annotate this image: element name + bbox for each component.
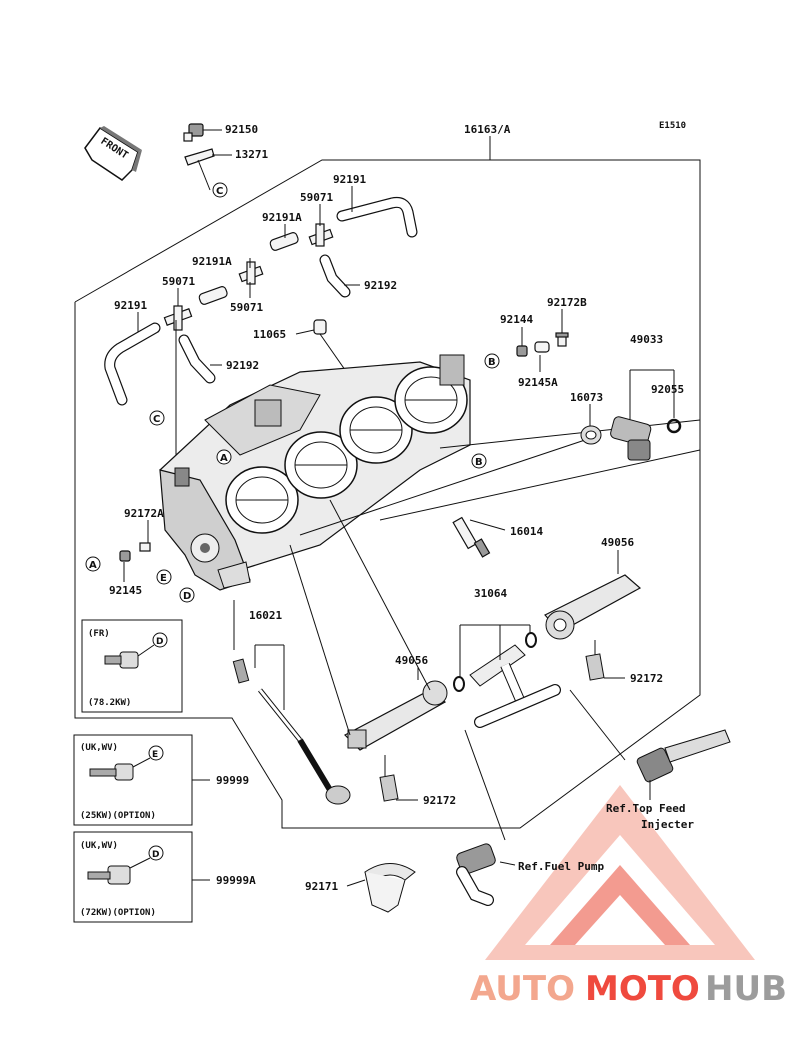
label-92191-left: 92191 — [114, 299, 147, 312]
callout-a-body: A — [220, 453, 228, 464]
callout-circles: C C A B B A E D — [85, 182, 500, 603]
label-92145: 92145 — [109, 584, 142, 597]
label-92172-right: 92172 — [630, 672, 663, 685]
callout-d-body: D — [183, 591, 191, 602]
ref-top-feed-line1: Ref.Top Feed — [606, 802, 685, 815]
sensor-parts — [119, 332, 682, 562]
uk72-power-label: (72KW)(OPTION) — [80, 908, 156, 918]
fr-callout: D — [156, 637, 163, 647]
throttle-body-assembly — [159, 354, 701, 591]
label-31064: 31064 — [474, 587, 507, 600]
label-16014: 16014 — [510, 525, 543, 538]
callout-e-body: E — [160, 573, 167, 584]
callout-c-left: C — [153, 414, 160, 425]
assembly-outline — [74, 136, 701, 829]
watermark-text: AUTO MOTO HUB — [470, 969, 787, 1009]
callout-c-top: C — [216, 186, 223, 197]
uk25-callout: E — [152, 750, 158, 760]
shaft-16021 — [232, 600, 351, 805]
label-92191a-left: 92191A — [192, 255, 232, 268]
watermark-moto: MOTO — [585, 969, 700, 1009]
fuel-pump-connector — [456, 843, 516, 906]
label-92150: 92150 — [225, 123, 258, 136]
throttle-bore-2-icon — [284, 431, 358, 499]
label-92191a-mid: 92191A — [262, 211, 302, 224]
watermark-logo — [485, 785, 755, 960]
label-16073: 16073 — [570, 391, 603, 404]
uk25-market-label: (UK,WV) — [80, 743, 118, 753]
label-92172a: 92172A — [124, 507, 164, 520]
label-11065: 11065 — [253, 328, 286, 341]
throttle-bore-3-icon — [339, 396, 413, 464]
clip-92171 — [364, 863, 416, 913]
label-16163a: 16163/A — [464, 123, 511, 136]
callout-b-body: B — [475, 457, 483, 468]
label-92191-top: 92191 — [333, 173, 366, 186]
throttle-bore-1-icon — [225, 466, 299, 534]
diagram-code: E1510 — [659, 121, 686, 131]
callout-b-top: B — [488, 357, 496, 368]
part-number-labels: 92150 13271 16163/A 92191 59071 92191A 9… — [109, 123, 694, 893]
label-99999: 99999 — [216, 774, 249, 787]
label-16021: 16021 — [249, 609, 282, 622]
ref-fuel-pump: Ref.Fuel Pump — [518, 860, 604, 873]
label-13271: 13271 — [235, 148, 268, 161]
label-92145a: 92145A — [518, 376, 558, 389]
watermark-hub: HUB — [705, 969, 787, 1009]
fuel-rail-right — [544, 574, 642, 681]
top-feed-connector — [636, 729, 731, 800]
uk72-market-label: (UK,WV) — [80, 841, 118, 851]
label-49056-left: 49056 — [395, 654, 428, 667]
label-59071-mid: 59071 — [230, 301, 263, 314]
label-99999a: 99999A — [216, 874, 256, 887]
front-arrow-icon: FRONT — [84, 126, 142, 181]
label-59071-left: 59071 — [162, 275, 195, 288]
watermark-auto: AUTO — [470, 969, 575, 1009]
fuel-rail-left — [289, 499, 448, 802]
label-92192-top: 92192 — [364, 279, 397, 292]
option-box-uk-25kw: (UK,WV) (25KW)(OPTION) E — [73, 734, 210, 826]
option-box-uk-72kw: (UK,WV) (72KW)(OPTION) D — [73, 831, 210, 923]
fr-power-label: (78.2KW) — [88, 698, 131, 708]
label-92192-mid: 92192 — [226, 359, 259, 372]
option-box-fr: (FR) (78.2KW) D — [81, 619, 183, 713]
label-92172b: 92172B — [547, 296, 587, 309]
ref-top-feed-line2: Injecter — [641, 818, 694, 831]
label-49056-right: 49056 — [601, 536, 634, 549]
joint-pipe-31064 — [453, 624, 626, 841]
label-92055: 92055 — [651, 383, 684, 396]
label-92171: 92171 — [305, 880, 338, 893]
label-92172-bottom: 92172 — [423, 794, 456, 807]
label-92144: 92144 — [500, 313, 533, 326]
callout-a-left: A — [89, 560, 97, 571]
label-49033: 49033 — [630, 333, 663, 346]
fr-market-label: (FR) — [88, 629, 110, 639]
uk72-callout: D — [152, 850, 159, 860]
label-59071-top: 59071 — [300, 191, 333, 204]
leader-lines — [123, 129, 625, 887]
uk25-power-label: (25KW)(OPTION) — [80, 811, 156, 821]
